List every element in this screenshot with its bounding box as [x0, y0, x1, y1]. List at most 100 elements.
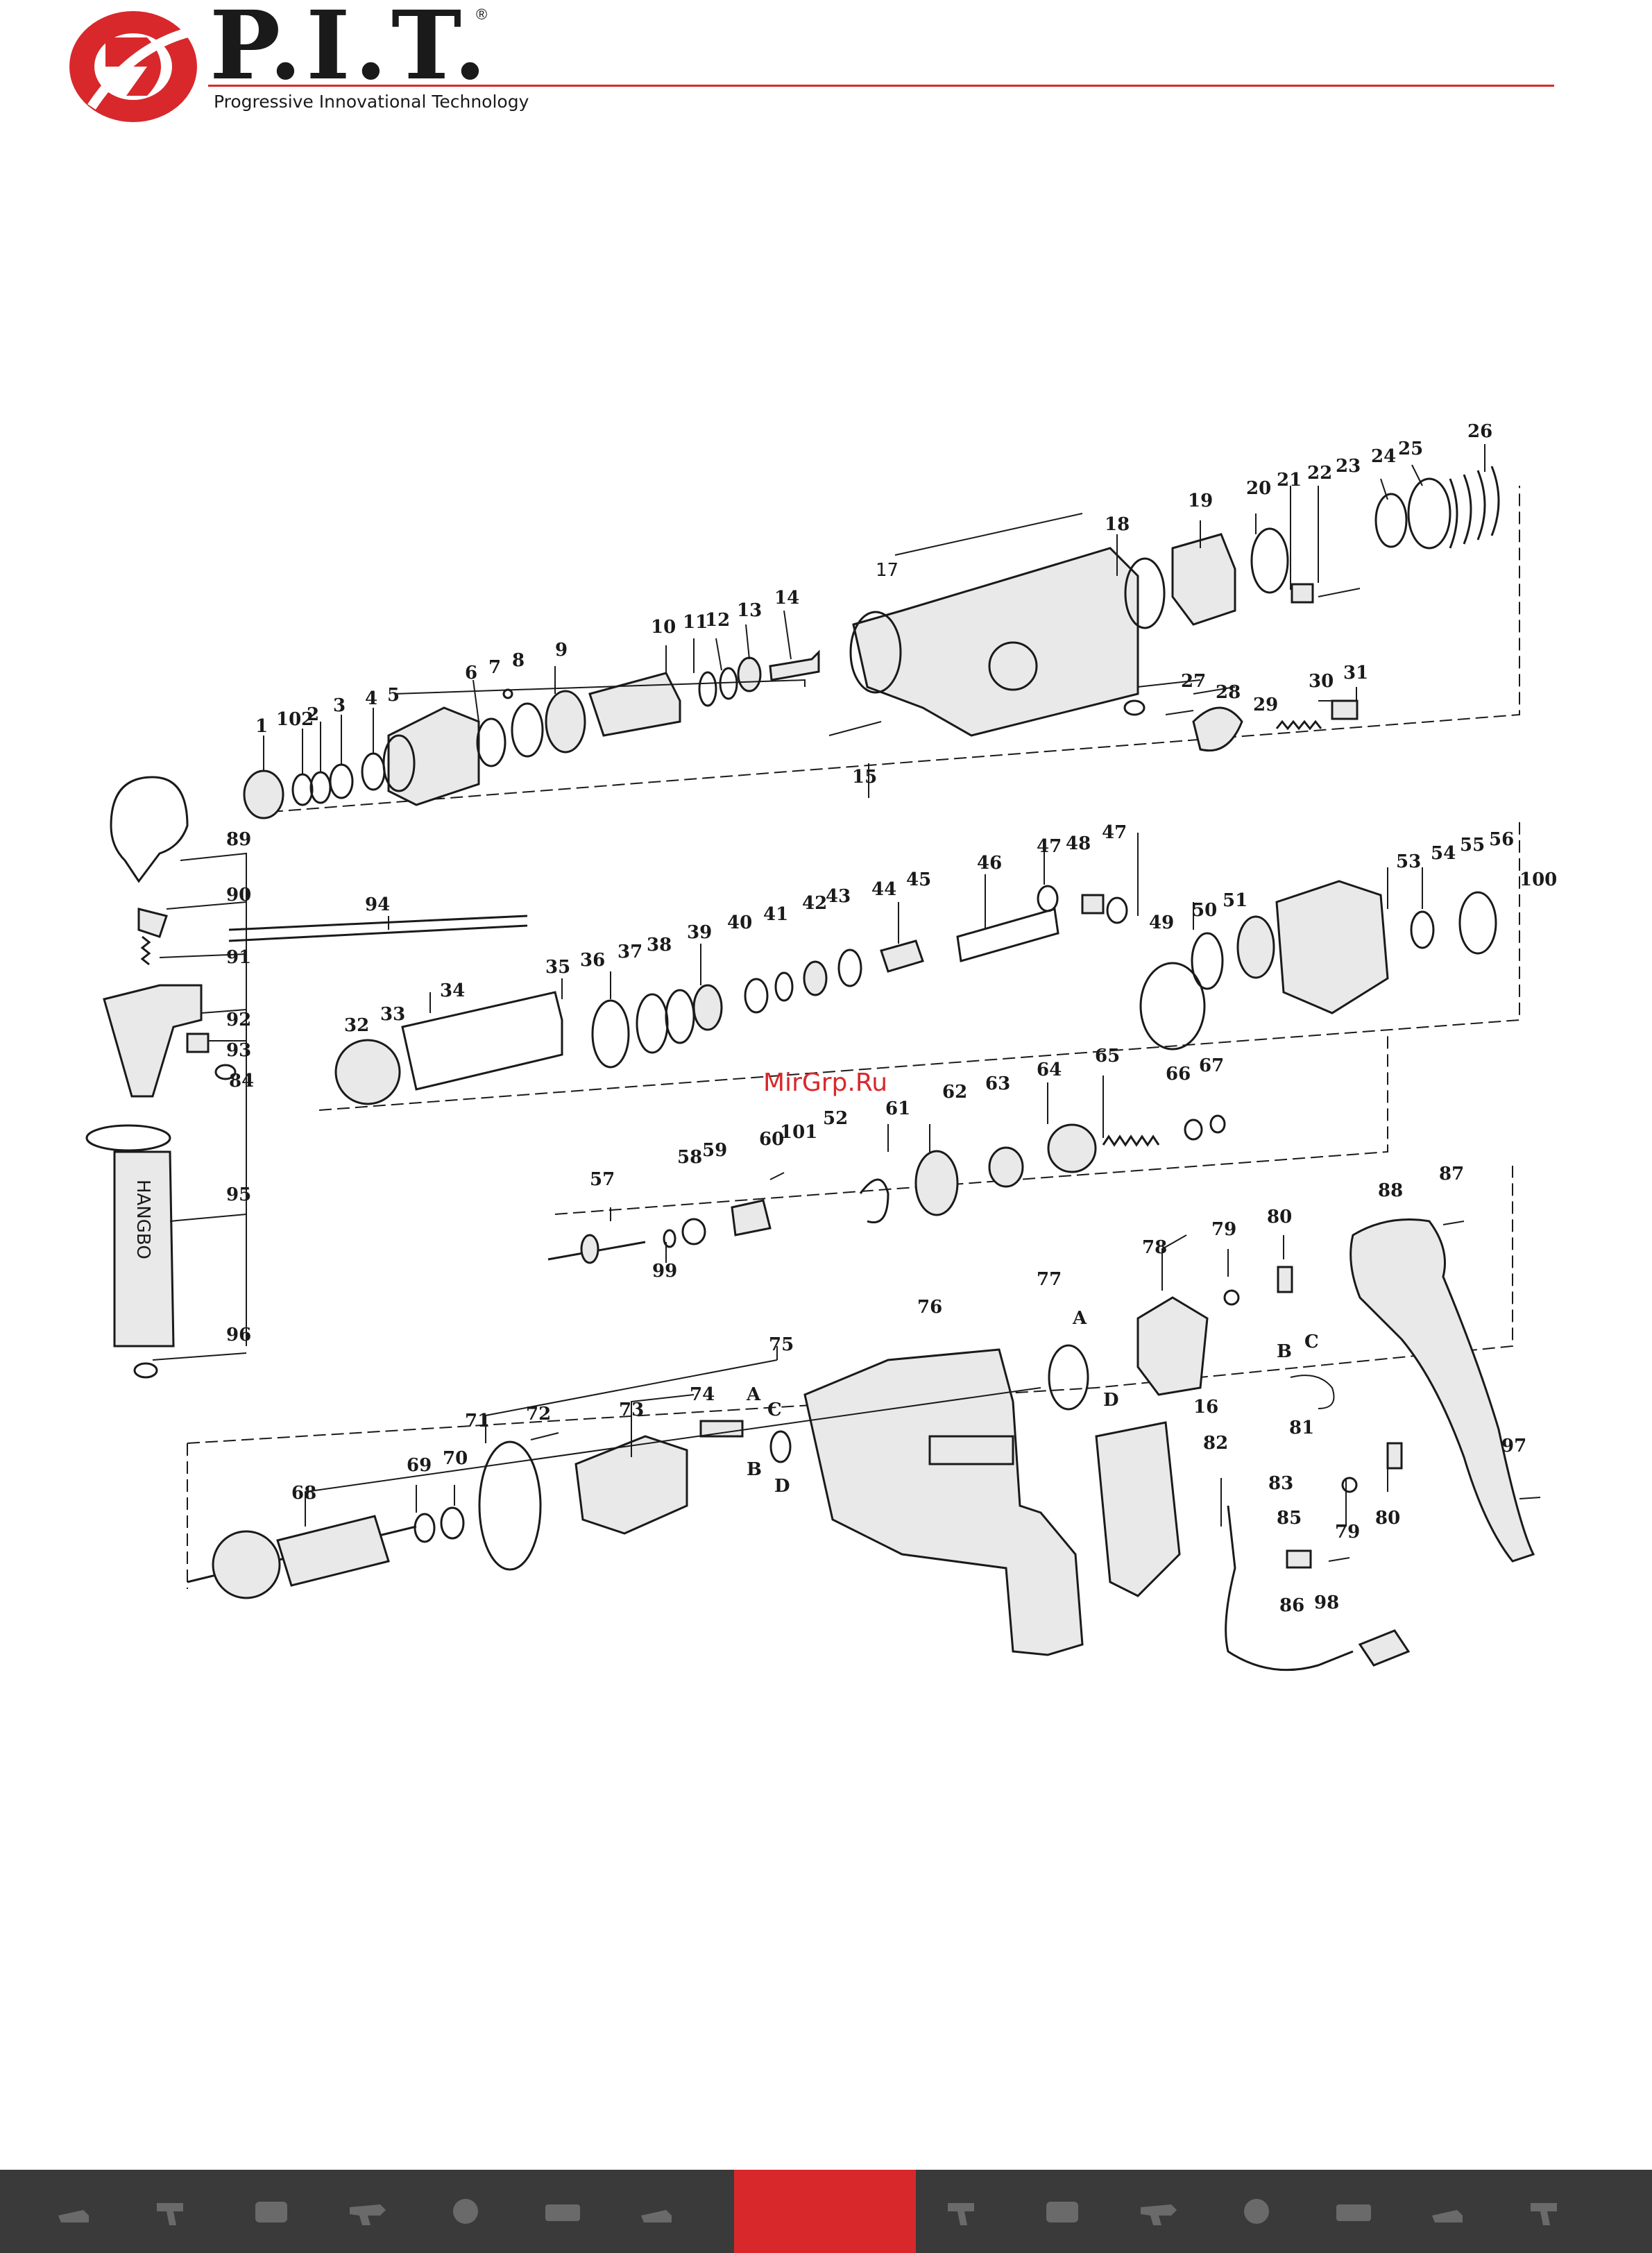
part-44 [880, 940, 924, 973]
saw-icon [1336, 2204, 1371, 2221]
wire-label-b-2: B [1277, 1341, 1292, 1362]
callout-84: 84 [229, 1071, 254, 1091]
wire-label-c-1: C [767, 1400, 782, 1420]
part-42 [803, 960, 828, 996]
part-27 [1123, 699, 1146, 716]
part-37 [636, 993, 669, 1054]
callout-96: 96 [226, 1325, 251, 1345]
callout-17: 17 [876, 560, 899, 581]
part-2 [309, 771, 332, 804]
callout-20: 20 [1246, 478, 1271, 499]
hammer-drill-icon [350, 2204, 386, 2225]
callout-76: 76 [917, 1297, 942, 1318]
callout-35: 35 [545, 957, 570, 978]
jigsaw-icon [58, 2210, 89, 2222]
part-85-cord [1225, 1505, 1354, 1672]
page-footer [0, 2170, 1652, 2253]
callout-82: 82 [1203, 1433, 1228, 1454]
callout-51: 51 [1223, 890, 1247, 911]
part-66 [1184, 1119, 1203, 1141]
part-50 [1191, 932, 1224, 990]
part-53 [1275, 880, 1389, 1014]
part-76-window [928, 1435, 1014, 1465]
grinder-icon [1046, 2202, 1078, 2222]
callout-89: 89 [226, 829, 251, 850]
side-handle-assembly: HANGBO [85, 776, 237, 1379]
callout-93: 93 [226, 1040, 251, 1061]
callout-9: 9 [555, 640, 568, 661]
drill-icon [157, 2203, 183, 2225]
callout-12: 12 [705, 610, 730, 631]
part-51 [1236, 915, 1275, 979]
callout-37: 37 [618, 942, 642, 962]
callout-102: 102 [276, 709, 314, 730]
part-30 [1275, 720, 1322, 731]
part-22 [1291, 583, 1314, 604]
registered-mark: ® [476, 6, 488, 23]
part-49 [1139, 962, 1206, 1051]
callout-60: 60 [759, 1129, 784, 1150]
callout-27: 27 [1181, 671, 1206, 692]
callout-92: 92 [226, 1010, 251, 1030]
callout-29: 29 [1253, 695, 1278, 715]
part-47b [1106, 896, 1128, 924]
part-23 [1318, 588, 1361, 597]
callout-68: 68 [291, 1483, 316, 1504]
part-29 [1192, 706, 1243, 752]
part-61 [859, 1178, 889, 1223]
compressor-icon [1244, 2199, 1269, 2224]
brand-name: P.I.T. [210, 0, 491, 101]
callout-43: 43 [826, 886, 851, 907]
callout-66: 66 [1166, 1064, 1191, 1085]
callout-46: 46 [977, 853, 1002, 874]
handle-brand-text: HANGBO [133, 1180, 153, 1259]
wire-label-d-1: D [774, 1476, 790, 1497]
part-76-housing [803, 1348, 1084, 1656]
part-84 [214, 1064, 237, 1080]
part-73 [574, 1435, 688, 1535]
part-11 [698, 671, 717, 707]
part-28 [1165, 710, 1194, 715]
part-43 [837, 949, 862, 987]
callout-87: 87 [1439, 1164, 1464, 1184]
part-80b [1386, 1442, 1403, 1470]
callout-3: 3 [333, 695, 346, 716]
callout-24: 24 [1371, 446, 1396, 467]
part-97 [1519, 1497, 1541, 1499]
callout-23: 23 [1336, 456, 1361, 477]
part-91 [140, 935, 151, 966]
callout-2: 2 [307, 704, 319, 725]
part-1 [243, 770, 284, 819]
callout-100: 100 [1519, 869, 1557, 890]
part-68-armature [276, 1515, 390, 1587]
part-7 [502, 688, 513, 699]
part-90 [137, 908, 168, 938]
callout-39: 39 [687, 922, 712, 943]
callout-59: 59 [702, 1140, 727, 1161]
callout-94: 94 [365, 894, 390, 915]
callout-90: 90 [226, 885, 251, 906]
part-65 [1102, 1134, 1160, 1147]
part-62 [914, 1150, 959, 1216]
part-9 [545, 690, 586, 754]
callout-61: 61 [885, 1098, 910, 1119]
hammer-drill-icon [1141, 2204, 1177, 2225]
part-59 [731, 1199, 772, 1236]
drill-icon [948, 2203, 974, 2225]
row-gear-assembly [228, 880, 1497, 1105]
callout-64: 64 [1037, 1060, 1062, 1080]
part-19 [1171, 533, 1236, 626]
part-68-fan [212, 1530, 281, 1599]
callout-63: 63 [985, 1073, 1010, 1094]
part-67 [1209, 1114, 1226, 1134]
callout-7: 7 [488, 657, 501, 678]
callout-45: 45 [906, 869, 931, 890]
part-72 [530, 1432, 559, 1440]
callout-75: 75 [769, 1334, 794, 1355]
part-39 [692, 984, 723, 1031]
part-94-rod-edge [228, 924, 528, 942]
callout-8: 8 [512, 650, 525, 671]
part-6 [476, 717, 506, 767]
callout-44: 44 [871, 879, 896, 900]
part-17-mode-dial [988, 641, 1038, 691]
